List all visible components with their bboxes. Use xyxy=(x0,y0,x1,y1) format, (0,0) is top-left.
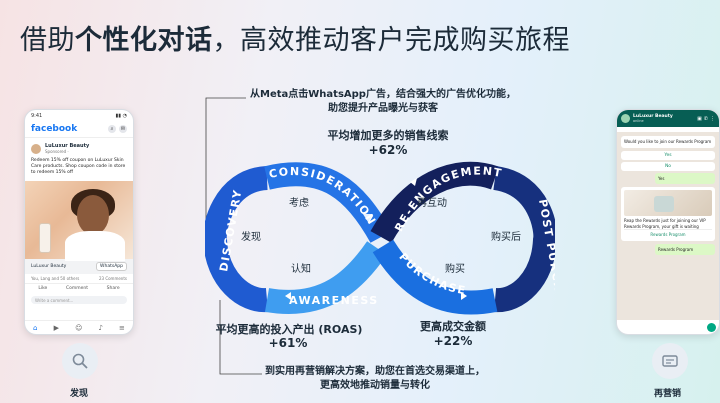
post-page-name: LuLuxur Beauty xyxy=(45,143,90,149)
band-discovery xyxy=(205,166,269,313)
cn-purchase: 购买 xyxy=(445,262,465,275)
status-bar: 9:41 ▮▮ ◔ xyxy=(25,110,133,122)
rewards-program-link[interactable]: Rewards Program xyxy=(624,229,712,238)
post-sponsored: Sponsored · xyxy=(45,149,69,154)
stat-leads-label: 平均增加更多的销售线索 xyxy=(327,129,449,142)
fb-header: facebook ⌕ ✉ xyxy=(25,122,133,138)
facebook-phone-mockup: 9:41 ▮▮ ◔ facebook ⌕ ✉ LuLuxur Beauty Spo… xyxy=(24,109,134,335)
post-header: LuLuxur Beauty Sponsored · xyxy=(25,138,133,156)
facebook-logo: facebook xyxy=(31,124,78,134)
comment-input[interactable]: Write a comment... xyxy=(31,296,127,304)
signal-icon: ▮▮ ◔ xyxy=(115,113,127,119)
cn-reengage: 再互动 xyxy=(417,197,447,209)
more-icon[interactable]: ⋮ xyxy=(710,115,715,122)
journey-loop: DISCOVERY CONSIDERATION AWARENESS RE-ENG… xyxy=(205,161,555,322)
wa-reply-2: Rewards Program xyxy=(655,243,715,255)
avatar xyxy=(31,143,41,154)
band-awareness xyxy=(264,241,387,314)
menu-icon[interactable]: ≡ xyxy=(119,323,125,332)
stat-roas-label: 平均更高的投入产出 (ROAS) xyxy=(215,323,363,336)
cta-row: LuLuxur Beauty WhatsApp xyxy=(25,259,133,274)
message-input[interactable] xyxy=(620,323,705,332)
stat-roas-value: +61% xyxy=(268,336,308,350)
like-button[interactable]: Like xyxy=(38,286,48,291)
cn-consideration: 考虑 xyxy=(289,197,309,209)
bottom-nav: ⌂ ▶ ☺ ♪ ≡ xyxy=(25,320,133,334)
search-icon[interactable]: ⌕ xyxy=(108,125,116,133)
discover-search-icon xyxy=(62,343,98,379)
reactions-count: You, Lang and 50 others xyxy=(31,276,80,281)
bottom-label-remarketing: 再营销 xyxy=(654,389,682,399)
stat-conv-label: 更高成交金额 xyxy=(420,320,486,333)
avatar xyxy=(621,114,630,123)
ad-image xyxy=(25,181,133,261)
remarketing-icon xyxy=(652,343,688,379)
rewards-image xyxy=(624,190,712,216)
stat-conv-value: +22% xyxy=(433,334,473,348)
cn-awareness: 认知 xyxy=(291,262,311,275)
band-re-engagement xyxy=(370,161,499,244)
groups-icon[interactable]: ☺ xyxy=(75,323,83,332)
bottom-note-line1: 到实用再营销解决方案，助您在首选交易渠道上， xyxy=(265,366,485,377)
home-icon[interactable]: ⌂ xyxy=(33,323,38,332)
cn-post-purchase: 购买后 xyxy=(491,230,521,243)
reaction-row: You, Lang and 50 others 23 Comments xyxy=(25,274,133,283)
wa-reply: Yes xyxy=(655,172,715,184)
whatsapp-cta-button[interactable]: WhatsApp xyxy=(96,262,127,271)
bottom-note-line2: 更高效地推动销量与转化 xyxy=(320,380,430,391)
wa-rewards-text: Reap the Rewards just for joining our VI… xyxy=(624,218,706,229)
wa-contact-status: online xyxy=(633,119,644,123)
page-title: 借助个性化对话，高效推动客户完成购买旅程 xyxy=(20,25,570,56)
stat-leads-value: +62% xyxy=(368,143,408,157)
video-icon[interactable]: ▶ xyxy=(53,323,59,332)
messenger-icon[interactable]: ✉ xyxy=(119,125,127,133)
comment-button[interactable]: Comment xyxy=(65,286,88,291)
notifications-icon[interactable]: ♪ xyxy=(98,323,103,332)
bottom-note: 到实用再营销解决方案，助您在首选交易渠道上， 更高效地推动销量与转化 xyxy=(240,365,510,393)
band-post-purchase xyxy=(492,166,555,313)
wa-contact-name: LuLuxur Beauty xyxy=(633,114,673,119)
top-note: 从Meta点击WhatsApp广告，结合强大的广告优化功能， 助您提升产品曝光与… xyxy=(248,88,518,116)
share-button[interactable]: Share xyxy=(106,286,120,291)
comments-count: 23 Comments xyxy=(98,276,127,281)
wa-no-button[interactable]: No xyxy=(621,161,715,171)
top-note-line1: 从Meta点击WhatsApp广告，结合强大的广告优化功能， xyxy=(250,89,516,100)
cn-discovery: 发现 xyxy=(241,230,261,243)
action-row: Like Comment Share xyxy=(25,283,133,293)
wa-chat: Would you like to join our Rewards Progr… xyxy=(617,132,719,320)
post-text: Redeem 15% off coupon on LuLuxur Skin Ca… xyxy=(31,158,126,175)
bottom-label-discover: 发现 xyxy=(70,389,89,399)
top-note-line2: 助您提升产品曝光与获客 xyxy=(328,103,438,114)
wa-message: Would you like to join our Rewards Progr… xyxy=(621,136,715,148)
label-awareness: AWARENESS xyxy=(289,294,379,307)
wa-rewards-message: Reap the Rewards just for joining our VI… xyxy=(621,187,715,241)
mic-icon[interactable] xyxy=(707,323,716,332)
status-time: 9:41 xyxy=(31,113,43,119)
wa-yes-button[interactable]: Yes xyxy=(621,150,715,160)
video-call-icon[interactable]: ▣ xyxy=(697,115,702,122)
band-consideration xyxy=(264,162,392,243)
cta-source: LuLuxur Beauty xyxy=(31,264,67,269)
band-purchase xyxy=(372,239,498,315)
wa-header: LuLuxur Beauty online ▣✆⋮ xyxy=(617,110,719,127)
whatsapp-phone-mockup: LuLuxur Beauty online ▣✆⋮ Would you like… xyxy=(616,109,720,335)
phone-icon[interactable]: ✆ xyxy=(703,115,708,122)
